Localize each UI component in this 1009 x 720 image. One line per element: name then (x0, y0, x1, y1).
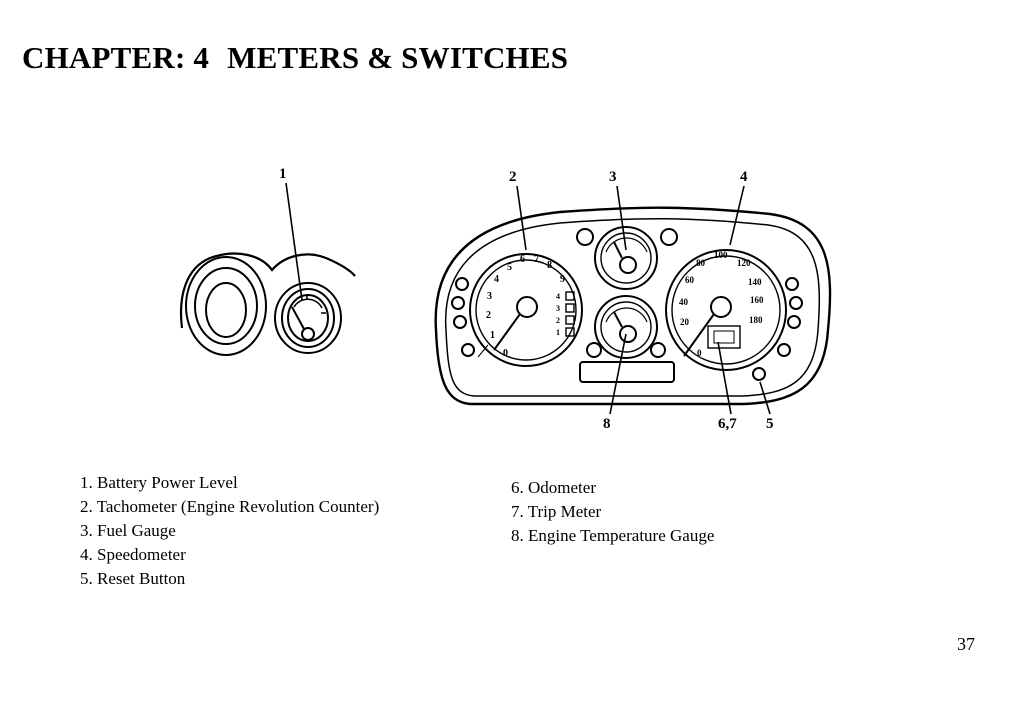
callout-6-7: 6,7 (718, 416, 737, 432)
gear-label: 4 (556, 292, 560, 301)
callout-5: 5 (766, 416, 774, 432)
callout-3: 3 (609, 169, 617, 185)
tach-num: 1 (490, 330, 495, 341)
legend-right: 6. Odometer 7. Trip Meter 8. Engine Temp… (511, 476, 714, 548)
turn-signal-right-icon (661, 229, 677, 245)
trip-meter-window (708, 326, 740, 348)
legend-item: 8. Engine Temperature Gauge (511, 524, 714, 548)
speedo-num: 40 (679, 297, 689, 307)
tach-num: 7 (534, 254, 539, 265)
legend-item: 3. Fuel Gauge (80, 519, 379, 543)
gear-label: 2 (556, 316, 560, 325)
odometer-display (580, 362, 674, 382)
temperature-gauge (595, 296, 657, 358)
tach-num: 6 (520, 254, 525, 265)
legend-item: 6. Odometer (511, 476, 714, 500)
legend-item: 1. Battery Power Level (80, 471, 379, 495)
callout-8: 8 (603, 416, 611, 432)
gear-label: 1 (556, 328, 560, 337)
callout-1: 1 (279, 166, 287, 182)
speedo-num: 20 (680, 317, 690, 327)
speedo-num: 0 (697, 348, 702, 358)
speedo-num: 80 (696, 258, 706, 268)
speedo-num: 160 (750, 295, 764, 305)
reset-button (753, 368, 765, 380)
tach-num: 5 (507, 262, 512, 273)
tach-num: 4 (494, 274, 499, 285)
callout-4: 4 (740, 169, 748, 185)
speedo-num: 180 (749, 315, 763, 325)
cluster-housing (436, 208, 830, 404)
battery-pod (181, 254, 355, 355)
legend-left: 1. Battery Power Level 2. Tachometer (En… (80, 471, 379, 591)
fuel-gauge (595, 227, 657, 289)
speedo-num: 120 (737, 258, 751, 268)
legend-item: 7. Trip Meter (511, 500, 714, 524)
tach-num: 2 (486, 310, 491, 321)
tach-num: 8 (547, 260, 552, 271)
speedo-num: 100 (714, 250, 728, 260)
speedometer (666, 250, 786, 370)
legend-item: 5. Reset Button (80, 567, 379, 591)
tach-num: 3 (487, 291, 492, 302)
legend-item: 4. Speedometer (80, 543, 379, 567)
speedo-num: 140 (748, 277, 762, 287)
speedo-num: 60 (685, 275, 695, 285)
tach-num: 9 (560, 274, 565, 285)
legend-item: 2. Tachometer (Engine Revolution Counter… (80, 495, 379, 519)
callout-2: 2 (509, 169, 517, 185)
gear-label: 3 (556, 304, 560, 313)
page-number: 37 (957, 634, 975, 655)
turn-signal-left-icon (577, 229, 593, 245)
tach-num: 0 (503, 348, 508, 359)
